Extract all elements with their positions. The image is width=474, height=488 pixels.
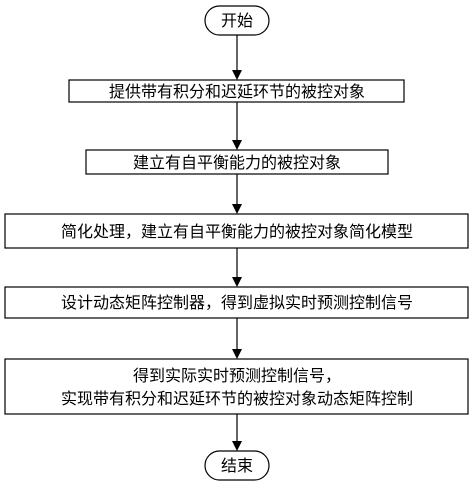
step-2-label: 建立有自平衡能力的被控对象 (133, 153, 341, 172)
process-step-4: 设计动态矩阵控制器，得到虚拟实时预测控制信号 (4, 286, 469, 319)
step-4-label: 设计动态矩阵控制器，得到虚拟实时预测控制信号 (61, 293, 413, 312)
arrowhead-icon (232, 277, 242, 287)
step-3-label: 简化处理，建立有自平衡能力的被控对象简化模型 (61, 222, 413, 241)
flow-connectors (232, 35, 242, 451)
process-step-5: 得到实际实时预测控制信号， 实现带有积分和迟延环节的被控对象动态矩阵控制 (4, 358, 469, 415)
arrowhead-icon (232, 70, 242, 80)
arrowhead-icon (232, 441, 242, 451)
process-step-1: 提供带有积分和迟延环节的被控对象 (68, 79, 405, 103)
end-label: 结束 (221, 456, 253, 475)
arrowhead-icon (232, 140, 242, 150)
process-step-2: 建立有自平衡能力的被控对象 (85, 149, 389, 175)
start-label: 开始 (221, 11, 253, 30)
step-5-label-line-2: 实现带有积分和迟延环节的被控对象动态矩阵控制 (61, 389, 413, 408)
step-5-label-line-1: 得到实际实时预测控制信号， (133, 366, 341, 385)
start-node: 开始 (204, 5, 270, 36)
step-1-label: 提供带有积分和迟延环节的被控对象 (109, 82, 365, 101)
end-node: 结束 (204, 450, 270, 481)
arrowhead-icon (232, 349, 242, 359)
arrowhead-icon (232, 204, 242, 214)
process-step-3: 简化处理，建立有自平衡能力的被控对象简化模型 (4, 213, 469, 249)
